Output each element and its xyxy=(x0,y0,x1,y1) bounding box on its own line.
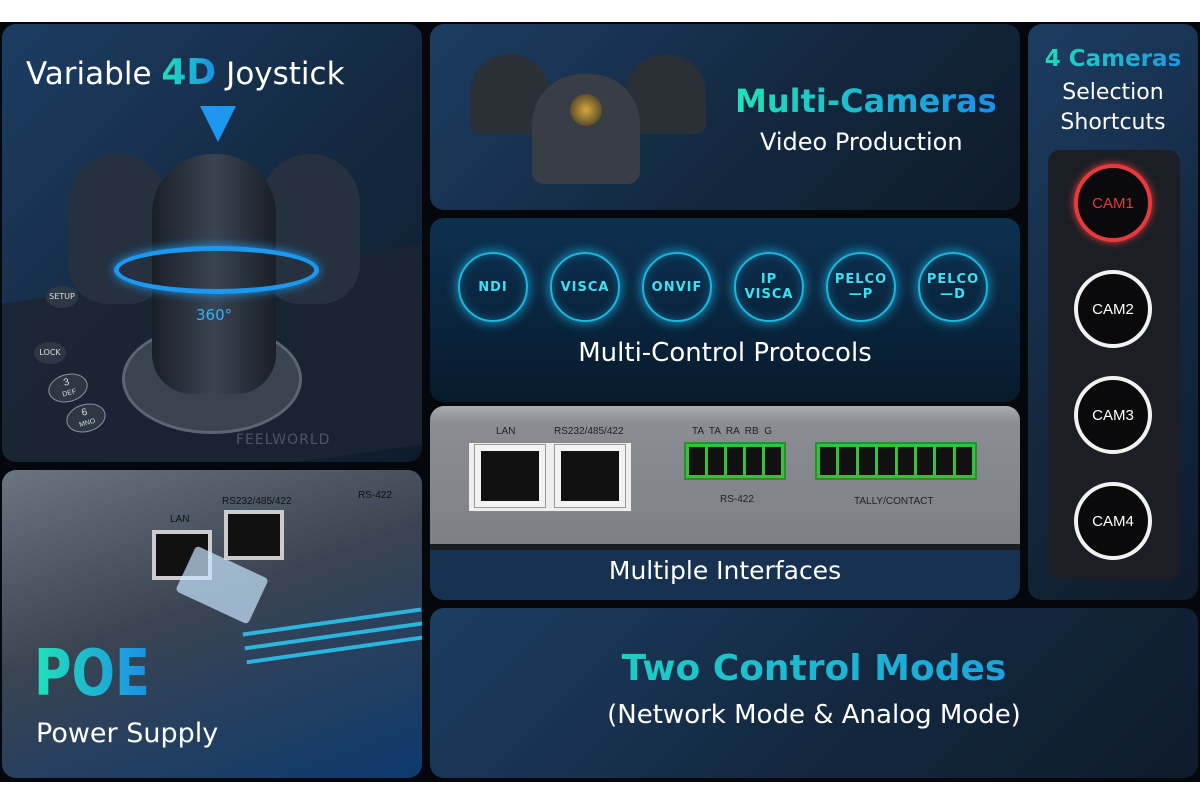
arrow-down-icon xyxy=(200,106,236,142)
circuit-lines xyxy=(242,607,422,637)
protocol-pelco-p: PELCO —P xyxy=(826,252,896,322)
lan-label: LAN xyxy=(496,426,516,437)
joystick-title: Variable 4D Joystick xyxy=(26,52,345,93)
protocols-panel: NDI VISCA ONVIF IP VISCA PELCO —P PELCO … xyxy=(430,218,1020,402)
tally-terminal xyxy=(815,442,977,480)
cameras-panel: Multi-Cameras Video Production xyxy=(430,24,1020,210)
interfaces-title: Multiple Interfaces xyxy=(608,556,842,585)
device-edge xyxy=(430,544,1020,550)
protocol-onvif: ONVIF xyxy=(642,252,712,322)
modes-title: Two Control Modes xyxy=(430,648,1198,689)
rs422-label: RS-422 xyxy=(358,490,392,501)
tally-label: TALLY/CONTACT xyxy=(854,496,934,507)
protocol-ndi: NDI xyxy=(458,252,528,322)
setup-key: SETUP xyxy=(46,286,78,308)
rs232-port xyxy=(224,510,284,560)
modes-title-b: Modes xyxy=(874,648,1007,689)
protocol-visca: VISCA xyxy=(550,252,620,322)
cam-button-pad: CAM1 CAM2 CAM3 CAM4 xyxy=(1048,150,1180,580)
poe-subtitle: Power Supply xyxy=(36,718,219,749)
poe-panel: LAN RS232/485/422 RS-422 POE Power Suppl… xyxy=(2,470,422,778)
brand-logo: FEELWORLD xyxy=(236,432,331,448)
lan-port xyxy=(474,444,546,508)
modes-title-a: Two Control xyxy=(621,648,862,689)
joystick-panel: Variable 4D Joystick 360° SETUP LOCK 3 D… xyxy=(2,24,422,462)
camera-lens xyxy=(570,94,602,126)
rs232-label: RS232/485/422 xyxy=(222,496,292,507)
cam3-button[interactable]: CAM3 xyxy=(1074,376,1152,454)
title-text: Joystick xyxy=(226,56,345,92)
modes-subtitle: (Network Mode & Analog Mode) xyxy=(607,700,1021,730)
protocol-pelco-d: PELCO —D xyxy=(918,252,988,322)
interfaces-panel: LAN RS232/485/422 TA TA RA RB G RS-422 T… xyxy=(430,406,1020,600)
shortcuts-title: Shortcuts xyxy=(1060,110,1166,135)
rotation-label: 360° xyxy=(196,306,233,324)
cameras-subtitle: Video Production xyxy=(760,128,963,156)
rs232-label: RS232/485/422 xyxy=(554,426,624,437)
rotate-arrow-icon xyxy=(114,246,319,294)
shortcuts-title-highlight: 4 Cameras xyxy=(1028,46,1198,72)
camera-center xyxy=(532,74,640,184)
device-rear: LAN RS232/485/422 TA TA RA RB G RS-422 T… xyxy=(430,406,1020,544)
shortcuts-panel: 4 Cameras Selection Shortcuts CAM1 CAM2 … xyxy=(1028,24,1198,600)
feature-grid: Variable 4D Joystick 360° SETUP LOCK 3 D… xyxy=(0,22,1200,782)
lan-label: LAN xyxy=(170,514,190,525)
title-highlight: 4D xyxy=(161,52,217,93)
modes-panel: Two Control Modes (Network Mode & Analog… xyxy=(430,608,1198,778)
title-text: Variable xyxy=(26,56,152,92)
rs422-label: RS-422 xyxy=(720,494,754,505)
cameras-title: Multi-Cameras xyxy=(735,82,997,120)
lock-key: LOCK xyxy=(34,342,66,364)
rs422-pin-labels: TA TA RA RB G xyxy=(692,426,773,437)
protocol-ip-visca: IP VISCA xyxy=(734,252,804,322)
rs232-port xyxy=(554,444,626,508)
cam1-button[interactable]: CAM1 xyxy=(1074,164,1152,242)
cam4-button[interactable]: CAM4 xyxy=(1074,482,1152,560)
shortcuts-title: Selection xyxy=(1062,80,1164,105)
poe-title: POE xyxy=(34,637,151,711)
rs422-terminal xyxy=(684,442,786,480)
protocols-title: Multi-Control Protocols xyxy=(578,338,872,368)
cam2-button[interactable]: CAM2 xyxy=(1074,270,1152,348)
